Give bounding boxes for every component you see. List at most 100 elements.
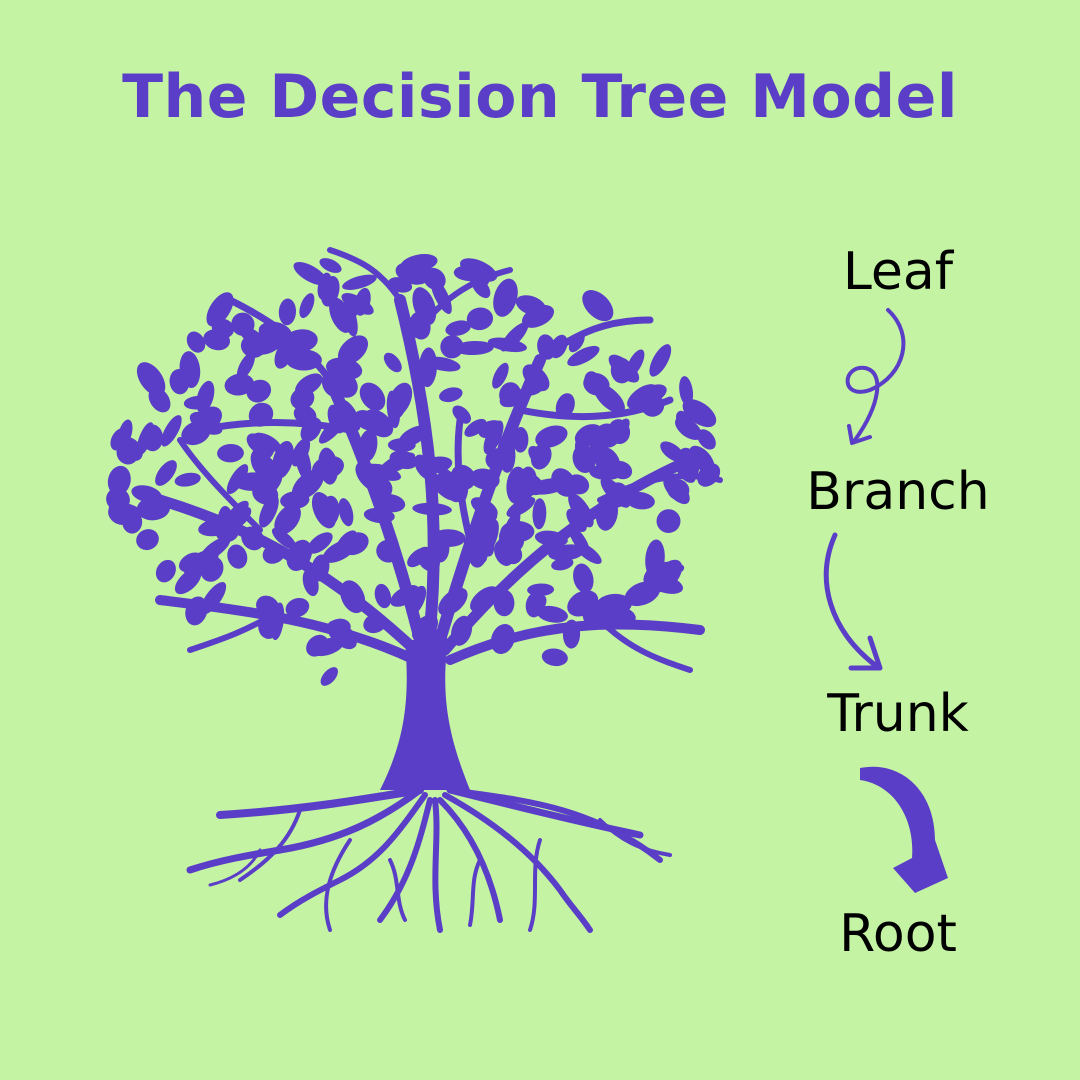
leaf-shape xyxy=(536,605,568,623)
leaf-shape xyxy=(551,557,574,571)
leaf-shape xyxy=(131,485,162,503)
leaf-shape xyxy=(311,492,337,529)
leaf-shape xyxy=(532,498,547,530)
leaf-shape xyxy=(186,331,206,353)
leaf-shape xyxy=(500,322,529,352)
leaf-shape xyxy=(464,418,487,437)
leaf-shape xyxy=(445,320,471,336)
leaf-shape xyxy=(582,290,614,322)
leaf-shape xyxy=(624,581,661,607)
leaf-shape xyxy=(322,539,356,563)
leaf-shape xyxy=(682,399,717,428)
leaf-shape xyxy=(155,460,177,486)
leaf-shape xyxy=(110,428,129,451)
leaf-shape xyxy=(407,547,429,568)
leaf-shape xyxy=(217,443,244,463)
leaf-shape xyxy=(649,344,672,377)
leaf-shape xyxy=(430,278,452,314)
leaf-shape xyxy=(235,472,272,486)
leaf-shape xyxy=(161,415,182,447)
leaf-shape xyxy=(231,312,255,337)
leaf-shape xyxy=(136,362,166,396)
leaf-shape xyxy=(108,502,143,520)
leaf-shape xyxy=(574,437,588,461)
leaf-shape xyxy=(179,351,201,389)
leaf-shape xyxy=(548,544,585,561)
page-title: The Decision Tree Model xyxy=(122,62,958,132)
leaf-shape xyxy=(326,357,363,380)
leaf-shape xyxy=(589,464,624,481)
leaf-shape xyxy=(667,479,690,501)
leaf-shape xyxy=(295,373,323,396)
leaf-shape xyxy=(510,523,525,551)
leaf-shape xyxy=(359,382,386,411)
leaf-shape xyxy=(589,430,606,460)
leaf-shape xyxy=(656,509,681,534)
leaf-shape xyxy=(227,544,248,569)
leaf-shape xyxy=(386,390,401,429)
leaf-shape xyxy=(278,298,297,326)
leaf-shape xyxy=(517,466,537,500)
leaf-shape xyxy=(319,258,342,273)
leaf-shape xyxy=(431,529,466,548)
leaf-shape xyxy=(329,297,353,333)
label-root: Root xyxy=(839,904,957,964)
leaf-shape xyxy=(645,539,665,578)
leaf-shape xyxy=(454,340,494,356)
leaf-shape xyxy=(651,559,683,593)
leaf-shape xyxy=(530,443,552,470)
leaf-shape xyxy=(211,318,235,339)
leaf-shape xyxy=(541,648,568,667)
leaf-shape xyxy=(439,387,463,403)
leaf-shape xyxy=(512,427,529,453)
label-leaf: Leaf xyxy=(842,242,954,302)
leaf-shape xyxy=(291,438,311,467)
leaf-shape xyxy=(535,425,568,448)
leaf-shape xyxy=(483,420,504,455)
leaf-shape xyxy=(136,529,159,551)
tree-branches xyxy=(154,247,723,673)
leaf-shape xyxy=(383,352,402,373)
leaf-shape xyxy=(626,491,655,510)
leaf-shape xyxy=(200,556,224,582)
leaf-shape xyxy=(174,472,201,487)
leaf-shape xyxy=(274,340,294,369)
leaf-shape xyxy=(274,504,301,535)
leaf-shape xyxy=(240,334,266,358)
leaf-shape xyxy=(299,293,315,319)
leaf-shape xyxy=(492,362,509,389)
leaf-shape xyxy=(374,583,392,609)
leaf-shape xyxy=(337,335,369,365)
leaf-shape xyxy=(607,419,631,445)
leaf-shape xyxy=(174,568,202,595)
leaf-shape xyxy=(689,445,715,474)
leaf-shape xyxy=(259,494,279,528)
leaf-shape xyxy=(627,384,658,409)
tree-leaves xyxy=(106,254,721,686)
leaf-shape xyxy=(258,474,283,501)
leaf-shape xyxy=(271,527,297,550)
leaf-shape xyxy=(107,465,131,496)
leaf-shape xyxy=(178,552,204,573)
leaf-shape xyxy=(593,383,625,414)
leaf-shape xyxy=(318,447,339,485)
leaf-shape xyxy=(660,441,685,462)
leaf-shape xyxy=(342,274,377,290)
leaf-shape xyxy=(365,463,402,481)
leaf-shape xyxy=(320,667,338,686)
leaf-shape xyxy=(338,498,354,527)
leaf-shape xyxy=(573,563,594,593)
leaf-shape xyxy=(494,540,514,566)
leaf-shape xyxy=(527,583,555,597)
leaf-shape xyxy=(679,376,694,406)
leaf-shape xyxy=(224,373,255,396)
leaf-shape xyxy=(697,429,716,450)
leaf-shape xyxy=(293,261,328,286)
leaf-shape xyxy=(551,468,577,497)
leaf-shape xyxy=(466,307,494,331)
leaf-shape xyxy=(493,278,518,317)
leaf-shape xyxy=(389,450,418,470)
leaf-shape xyxy=(253,432,282,452)
leaf-shape xyxy=(142,424,164,452)
